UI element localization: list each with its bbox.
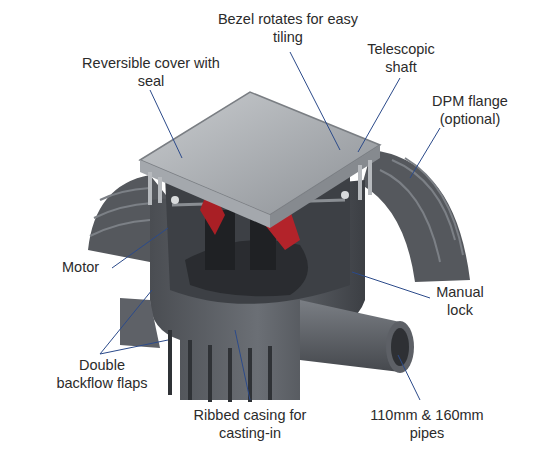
part-label: Double backflow flaps <box>52 356 152 392</box>
part-label: Motor <box>62 258 122 276</box>
part-label: Reversible cover with seal <box>76 54 226 90</box>
part-label: Bezel rotates for easy tiling <box>208 10 368 46</box>
leader-lines <box>100 52 440 400</box>
part-label: 110mm & 160mm pipes <box>362 406 492 442</box>
part-label: DPM flange (optional) <box>415 92 525 128</box>
reversible-cover <box>140 92 380 228</box>
part-label: Ribbed casing for casting-in <box>180 406 320 442</box>
part-label: Telescopic shaft <box>356 40 446 76</box>
part-label: Manual lock <box>425 283 495 319</box>
